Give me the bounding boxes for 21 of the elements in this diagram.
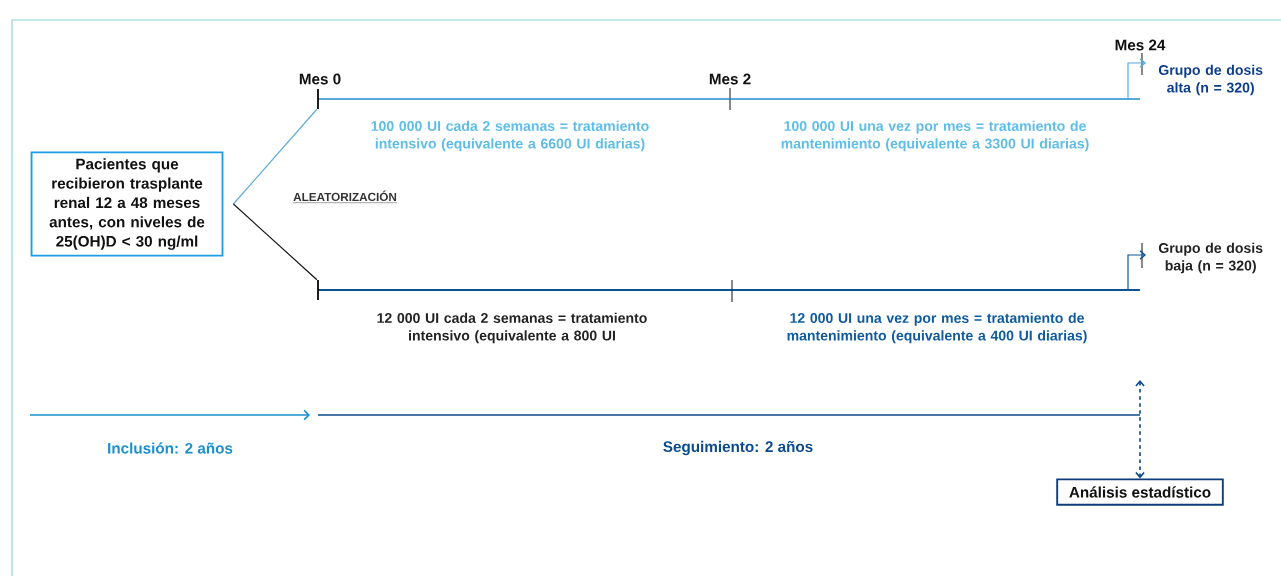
time-label: Mes 0: [299, 73, 341, 85]
result-box: Análisis estadístico: [1056, 478, 1224, 506]
connector-line: [232, 108, 318, 205]
section-label: ALEATORIZACIÓN: [292, 190, 398, 203]
period-label: Inclusión: 2 años: [108, 442, 233, 454]
time-label: Mes 24: [1115, 39, 1166, 51]
connector-line: [232, 203, 318, 281]
group-label: Grupo de dosis baja (n = 320): [1158, 242, 1263, 274]
dose-label: 100 000 UI una vez por mes = tratamiento de mantenimiento (equivalente a 3300 UI diarias): [781, 120, 1089, 152]
group-label: Grupo de dosis alta (n = 320): [1158, 64, 1263, 96]
arrow: [318, 58, 1146, 100]
tick-mark: [317, 89, 319, 109]
dose-label: 100 000 UI cada 2 semanas = tratamiento intensivo (equivalente a 6600 UI diarias): [371, 120, 649, 152]
arrow: [318, 250, 1146, 291]
tick-mark: [317, 280, 319, 300]
period-label: Seguimiento: 2 años: [663, 440, 813, 456]
dose-label: 12 000 UI una vez por mes = tratamiento de mantenimiento (equivalente a 400 UI diarias): [787, 312, 1087, 344]
process-box: Pacientes que recibieron trasplante renal 12 a 48 meses antes, con niveles de 25(OH)D < 30 ng/ml: [30, 151, 224, 257]
arrow: [1135, 380, 1145, 479]
time-label: Mes 2: [709, 73, 751, 85]
dose-label: 12 000 UI cada 2 semanas = tratamiento intensivo (equivalente a 800 UI: [377, 312, 647, 344]
